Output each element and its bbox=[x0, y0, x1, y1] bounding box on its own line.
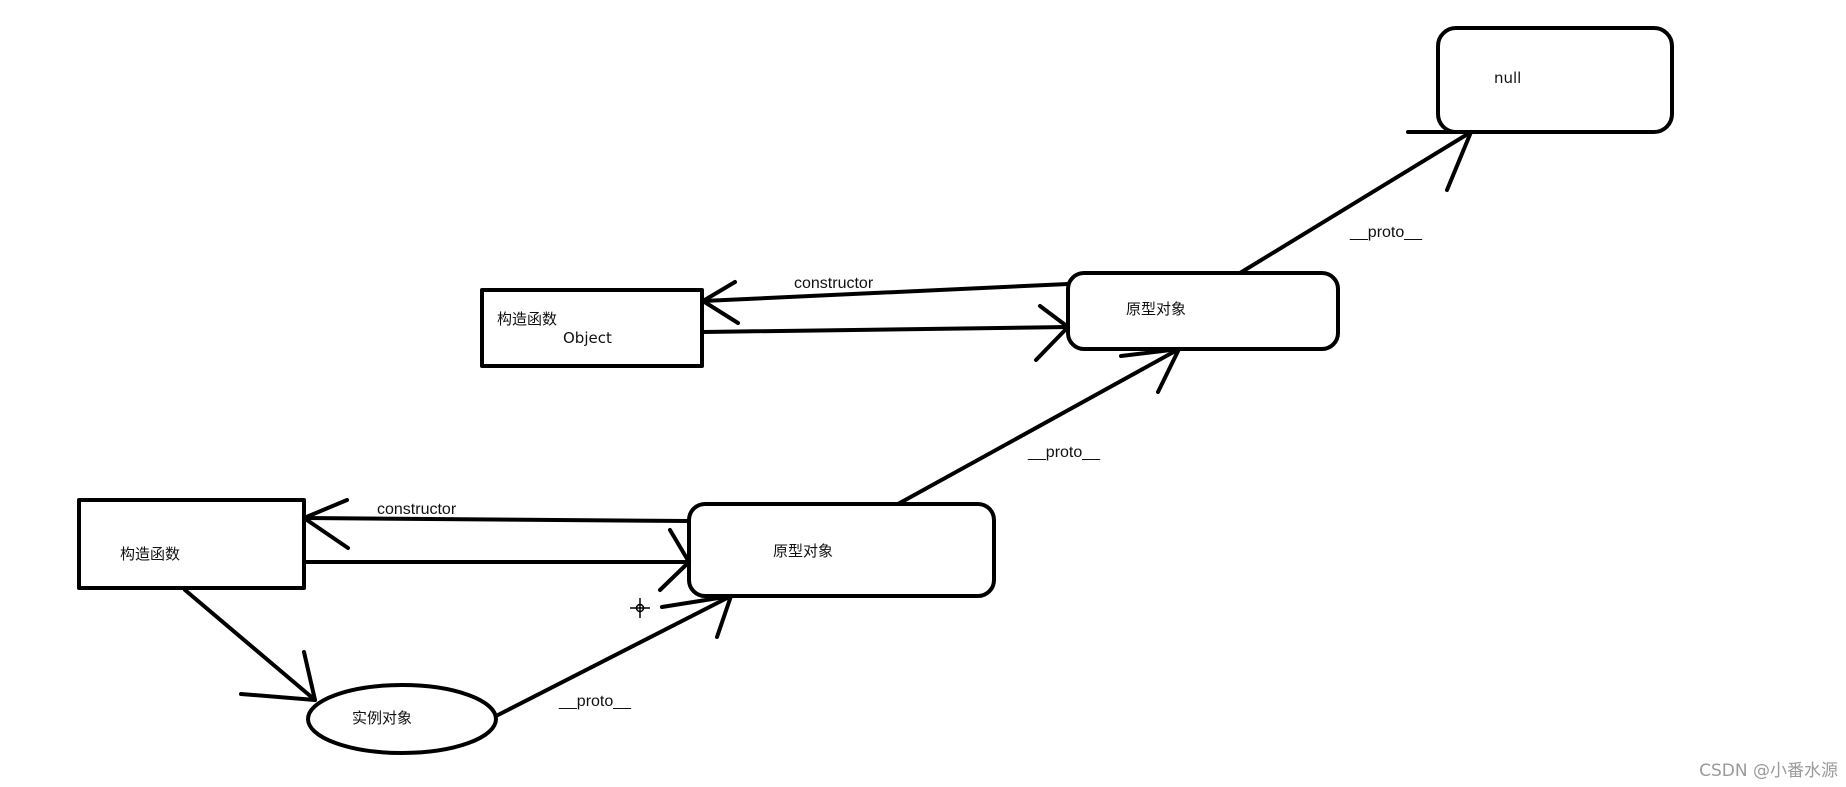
edge-constructor-to-instance bbox=[183, 588, 317, 702]
node-null-label: null bbox=[1494, 69, 1521, 87]
edge-proto-lower-to-upper-label: __proto__ bbox=[1027, 444, 1101, 461]
edge-object-to-prototype-upper bbox=[701, 304, 1070, 362]
edge-proto-instance bbox=[494, 594, 733, 718]
node-constructor-lower bbox=[77, 498, 306, 590]
node-instance-label: 实例对象 bbox=[352, 709, 412, 727]
edge-proto-to-null-label: __proto__ bbox=[1349, 224, 1423, 241]
watermark: CSDN @小番水源 bbox=[1699, 761, 1838, 781]
node-constructor-object-sublabel: Object bbox=[563, 329, 612, 347]
edge-constructor-upper bbox=[701, 280, 1070, 325]
edge-proto-to-null bbox=[1238, 130, 1473, 275]
node-constructor-object bbox=[480, 288, 704, 368]
node-prototype-lower-label: 原型对象 bbox=[773, 542, 833, 560]
edge-constructor-lower-label: constructor bbox=[377, 501, 457, 518]
edge-proto-instance-label: __proto__ bbox=[558, 693, 632, 710]
crosshair-icon bbox=[630, 598, 650, 618]
node-instance bbox=[306, 683, 498, 755]
edge-constructor-lower bbox=[302, 498, 691, 550]
node-constructor-object-label: 构造函数 bbox=[497, 310, 557, 328]
node-constructor-lower-label: 构造函数 bbox=[120, 545, 180, 563]
node-null bbox=[1436, 26, 1674, 134]
edge-constructor-to-prototype-lower bbox=[302, 528, 691, 592]
node-prototype-upper-label: 原型对象 bbox=[1126, 300, 1186, 318]
node-prototype-upper bbox=[1066, 271, 1340, 351]
edge-constructor-upper-label: constructor bbox=[794, 275, 874, 292]
node-prototype-lower bbox=[687, 502, 996, 598]
edge-proto-lower-to-upper bbox=[896, 347, 1181, 506]
